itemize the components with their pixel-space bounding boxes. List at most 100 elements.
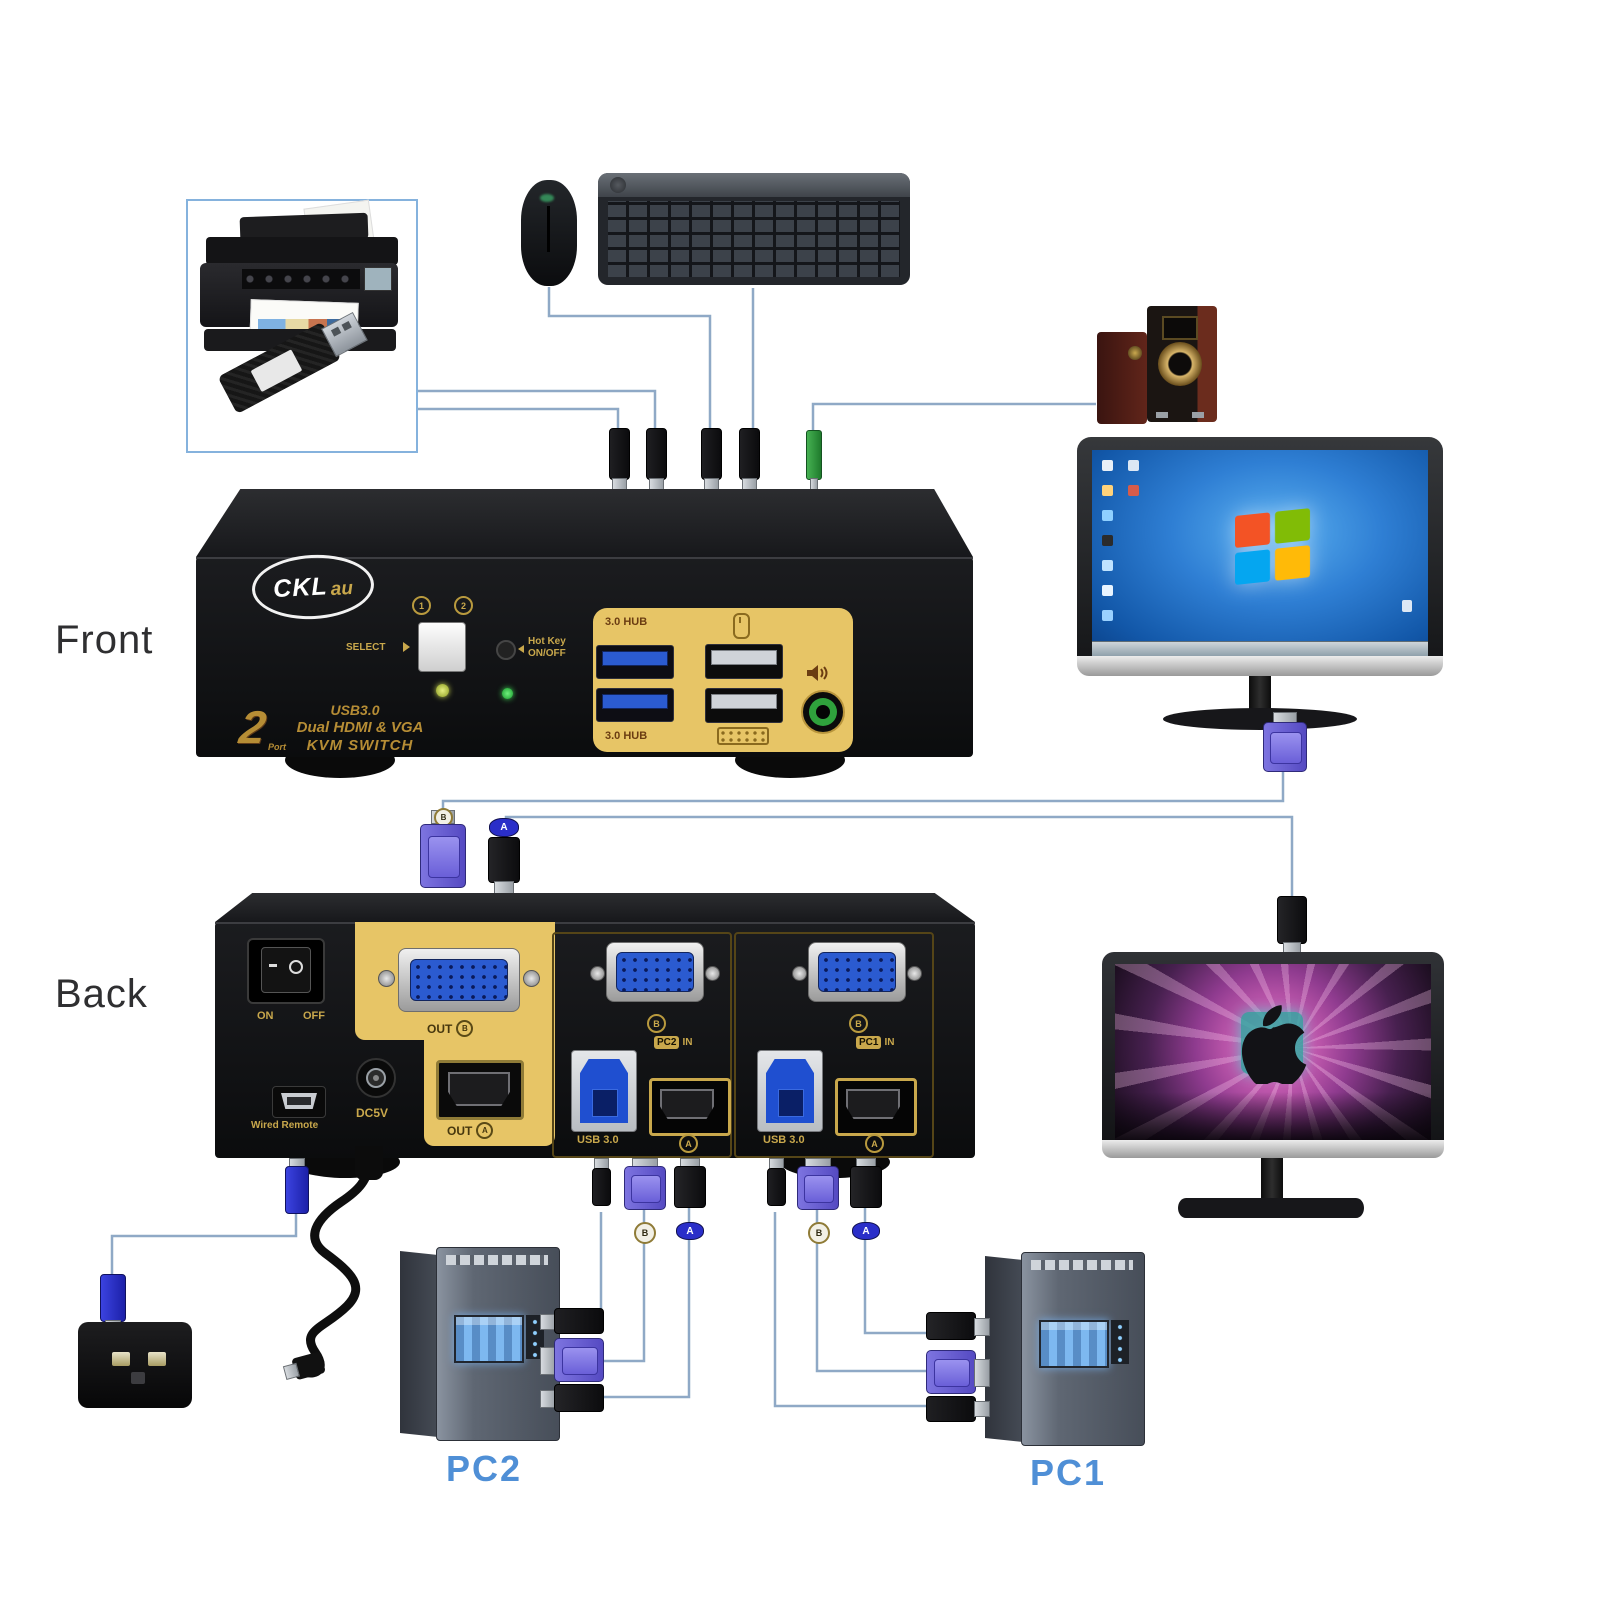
pc1-tower — [985, 1248, 1145, 1448]
line-remote-cable — [110, 1210, 298, 1279]
usb-plug-mouse — [701, 428, 722, 496]
dc-label: DC5V — [356, 1106, 389, 1120]
hub-label-top: 3.0 HUB — [605, 616, 648, 628]
select-arrow-icon — [403, 642, 410, 652]
pc2-hdmi-plug — [540, 1384, 604, 1412]
remote-plug-bottom — [100, 1274, 126, 1330]
remote-plug-top — [285, 1158, 309, 1214]
brand-main: CKL — [272, 571, 329, 603]
hotkey-button — [496, 640, 516, 660]
hdmi-plug-monitor2 — [1277, 896, 1307, 956]
vga-out-id: B — [456, 1020, 474, 1037]
hdmi-out-label: OUT A — [447, 1122, 494, 1139]
vga-in-id-pc1: B — [849, 1014, 868, 1033]
vga-out-port — [378, 944, 540, 1014]
line-usb-to-pc1 — [773, 1212, 928, 1408]
hub-label-bottom: 3.0 HUB — [605, 730, 648, 742]
usb3-hub-port-1 — [596, 645, 674, 679]
pc2-vga-plug — [540, 1338, 604, 1382]
hdmi-out-port — [436, 1060, 524, 1120]
vga-cable-pc1 — [797, 1158, 839, 1210]
pc2-usb-plug — [540, 1308, 604, 1334]
port-led-1: 1 — [412, 596, 431, 615]
usb3-label-pc1: USB 3.0 — [763, 1134, 805, 1146]
keyboard-image — [598, 173, 910, 285]
pc2-label: PC2 — [446, 1448, 523, 1489]
pc-group-2: B PC2 IN USB 3.0 A — [552, 932, 732, 1158]
power-switch — [247, 938, 325, 1004]
hdmi-cable-pc2 — [674, 1158, 706, 1208]
hotkey-label: Hot Key ON/OFF — [528, 636, 566, 659]
monitor-2-mac — [1102, 952, 1444, 1236]
kvm-front-panel: CKL au 1 2 SELECT Hot Key ON/OFF 2 Port … — [196, 551, 973, 757]
hdmi-cable-pc1-tag: A — [852, 1222, 880, 1240]
line-monitor1-to-vga-out — [441, 769, 1285, 820]
usb-plug-keyboard — [739, 428, 760, 496]
line-printerbox-to-usb1 — [414, 407, 620, 430]
hdmi-in-port-pc1 — [835, 1078, 917, 1136]
vga-in-port-pc1 — [792, 942, 922, 1006]
pc2-lcd — [454, 1315, 524, 1363]
select-led — [436, 684, 449, 697]
windows-logo — [1235, 508, 1311, 586]
usb3-label-pc2: USB 3.0 — [577, 1134, 619, 1146]
pc1-usb-plug — [926, 1396, 990, 1422]
kvm-back-panel: ON OFF Wired Remote DC5V OUT B — [215, 922, 975, 1158]
hotkey-arrow-icon — [518, 645, 524, 653]
hdmi-in-port-pc2 — [649, 1078, 731, 1136]
hdmi-in-id-pc2: A — [679, 1134, 698, 1153]
vga-in-id-pc2: B — [647, 1014, 666, 1033]
line-usb-to-pc2 — [592, 1212, 603, 1324]
line-hdmi-to-pc1 — [863, 1206, 928, 1335]
keyboard-dial — [610, 177, 626, 193]
line-hdmi-out-to-monitor2 — [504, 815, 1294, 896]
line-hdmi-to-pc2 — [600, 1206, 691, 1399]
vga-cable-pc1-tag: B — [808, 1222, 830, 1244]
pc1-lcd — [1039, 1320, 1109, 1368]
hdmi-connector-out-a: A — [486, 818, 520, 895]
hdmi-in-label-pc2: PC2 IN — [654, 1036, 692, 1049]
line-vga-to-pc2 — [600, 1208, 646, 1363]
kvm-front-top — [196, 489, 973, 557]
front-branding: 2 Port USB3.0 Dual HDMI & VGA KVM SWITCH — [236, 700, 460, 756]
hotkey-led — [502, 688, 513, 699]
kvm-back-top — [215, 893, 975, 922]
pc-group-1: B PC1 IN USB 3.0 A — [734, 932, 934, 1158]
select-button-label: SELECT — [346, 642, 386, 653]
mouse-icon — [733, 613, 750, 639]
back-view-label: Back — [55, 972, 148, 1016]
front-io-panel: 3.0 HUB 3.0 HUB — [593, 608, 853, 752]
wired-remote-device — [78, 1322, 192, 1408]
pc1-vga-plug — [926, 1350, 990, 1394]
power-cable — [299, 1151, 374, 1378]
product-line1: USB3.0 — [330, 702, 380, 718]
usb3-hub-port-2 — [596, 688, 674, 722]
vga-out-label: OUT B — [427, 1020, 474, 1037]
apple-logo — [1241, 1005, 1307, 1084]
pc1-hdmi-plug — [926, 1312, 990, 1340]
audio-jack — [801, 690, 845, 734]
pc1-label: PC1 — [1030, 1452, 1107, 1493]
wired-remote-label: Wired Remote — [251, 1120, 319, 1131]
line-vga-to-pc1 — [815, 1208, 928, 1373]
keyboard-icon — [717, 727, 769, 745]
taskbar — [1092, 641, 1428, 656]
pc2-tower — [400, 1243, 560, 1443]
line-mouse-to-usb3 — [547, 287, 712, 430]
keyboard-mouse-port-1 — [705, 644, 783, 679]
line-printerbox-to-usb2 — [414, 389, 657, 430]
printer-usb-group-box — [186, 199, 418, 453]
dc-jack — [356, 1058, 396, 1098]
speaker-icon — [807, 665, 828, 681]
hdmi-cable-pc2-tag: A — [676, 1222, 704, 1240]
usb3-port-pc1 — [757, 1050, 823, 1132]
speakers-image — [1096, 306, 1218, 426]
wired-remote-port — [272, 1086, 326, 1118]
power-off-label: OFF — [303, 1010, 325, 1022]
usb-cable-pc2 — [592, 1158, 611, 1210]
select-button — [418, 622, 466, 672]
monitor-1-screen — [1092, 450, 1428, 656]
brand-suffix: au — [330, 577, 354, 601]
port-led-2: 2 — [454, 596, 473, 615]
